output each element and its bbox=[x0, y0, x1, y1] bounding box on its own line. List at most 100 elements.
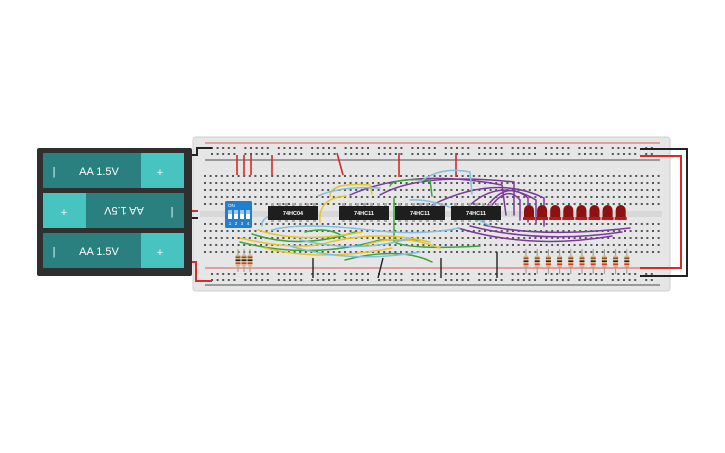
breadboard-hole[interactable] bbox=[355, 153, 358, 155]
led[interactable] bbox=[614, 205, 627, 220]
breadboard-hole[interactable] bbox=[522, 279, 525, 281]
breadboard-hole[interactable] bbox=[624, 203, 626, 205]
breadboard-hole[interactable] bbox=[551, 175, 554, 177]
breadboard-hole[interactable] bbox=[332, 175, 335, 177]
breadboard-hole[interactable] bbox=[226, 175, 229, 177]
breadboard-hole[interactable] bbox=[573, 237, 576, 239]
breadboard-hole[interactable] bbox=[561, 279, 564, 281]
dip-toggle[interactable] bbox=[246, 210, 250, 219]
breadboard-hole[interactable] bbox=[551, 223, 554, 225]
breadboard-hole[interactable] bbox=[204, 203, 206, 205]
breadboard-hole[interactable] bbox=[288, 182, 290, 184]
breadboard-hole[interactable] bbox=[433, 147, 436, 149]
breadboard-hole[interactable] bbox=[361, 279, 364, 281]
breadboard-hole[interactable] bbox=[611, 147, 614, 149]
breadboard-hole[interactable] bbox=[277, 279, 280, 281]
breadboard-hole[interactable] bbox=[428, 237, 430, 239]
breadboard-hole[interactable] bbox=[545, 175, 548, 177]
breadboard-hole[interactable] bbox=[579, 237, 582, 239]
breadboard-hole[interactable] bbox=[461, 244, 464, 246]
breadboard-hole[interactable] bbox=[540, 230, 542, 232]
breadboard-hole[interactable] bbox=[428, 251, 430, 253]
breadboard-hole[interactable] bbox=[344, 147, 347, 149]
breadboard-hole[interactable] bbox=[584, 237, 587, 239]
breadboard-hole[interactable] bbox=[489, 175, 492, 177]
breadboard-hole[interactable] bbox=[611, 153, 614, 155]
breadboard-hole[interactable] bbox=[646, 237, 649, 239]
breadboard-hole[interactable] bbox=[232, 230, 234, 232]
breadboard-hole[interactable] bbox=[344, 153, 347, 155]
ic-chip[interactable]: 74HC11 bbox=[339, 203, 389, 222]
breadboard-hole[interactable] bbox=[416, 196, 419, 198]
breadboard-hole[interactable] bbox=[260, 189, 262, 191]
breadboard-hole[interactable] bbox=[350, 147, 353, 149]
breadboard-hole[interactable] bbox=[372, 196, 374, 198]
breadboard-hole[interactable] bbox=[612, 175, 615, 177]
breadboard-hole[interactable] bbox=[367, 153, 369, 155]
breadboard-hole[interactable] bbox=[316, 223, 318, 225]
breadboard-hole[interactable] bbox=[511, 153, 514, 155]
breadboard-hole[interactable] bbox=[250, 273, 252, 275]
breadboard-hole[interactable] bbox=[310, 223, 313, 225]
led-row[interactable] bbox=[523, 205, 627, 220]
breadboard-hole[interactable] bbox=[265, 196, 268, 198]
breadboard-hole[interactable] bbox=[232, 182, 234, 184]
breadboard-hole[interactable] bbox=[276, 251, 279, 253]
breadboard-hole[interactable] bbox=[512, 230, 514, 232]
breadboard-hole[interactable] bbox=[573, 251, 576, 253]
breadboard-hole[interactable] bbox=[377, 196, 380, 198]
breadboard-hole[interactable] bbox=[360, 223, 363, 225]
breadboard-hole[interactable] bbox=[428, 147, 431, 149]
breadboard-hole[interactable] bbox=[261, 279, 264, 281]
breadboard-hole[interactable] bbox=[422, 153, 425, 155]
breadboard-hole[interactable] bbox=[534, 153, 536, 155]
breadboard-hole[interactable] bbox=[209, 189, 212, 191]
breadboard-hole[interactable] bbox=[367, 279, 369, 281]
breadboard-hole[interactable] bbox=[528, 244, 531, 246]
breadboard-hole[interactable] bbox=[483, 273, 486, 275]
breadboard-hole[interactable] bbox=[545, 182, 548, 184]
breadboard-hole[interactable] bbox=[276, 230, 279, 232]
breadboard-hole[interactable] bbox=[394, 279, 397, 281]
breadboard-hole[interactable] bbox=[260, 196, 262, 198]
breadboard-hole[interactable] bbox=[433, 273, 436, 275]
breadboard-hole[interactable] bbox=[388, 203, 391, 205]
breadboard-hole[interactable] bbox=[289, 273, 291, 275]
breadboard-hole[interactable] bbox=[517, 279, 520, 281]
breadboard-hole[interactable] bbox=[540, 189, 542, 191]
breadboard-hole[interactable] bbox=[237, 237, 240, 239]
breadboard-hole[interactable] bbox=[299, 182, 302, 184]
breadboard-hole[interactable] bbox=[383, 273, 386, 275]
breadboard-hole[interactable] bbox=[623, 279, 625, 281]
breadboard-hole[interactable] bbox=[366, 175, 369, 177]
breadboard-hole[interactable] bbox=[607, 182, 610, 184]
breadboard-hole[interactable] bbox=[500, 182, 503, 184]
breadboard-hole[interactable] bbox=[467, 147, 470, 149]
breadboard-hole[interactable] bbox=[416, 223, 419, 225]
breadboard-hole[interactable] bbox=[607, 189, 610, 191]
breadboard-hole[interactable] bbox=[304, 175, 307, 177]
breadboard-hole[interactable] bbox=[383, 175, 386, 177]
breadboard-hole[interactable] bbox=[550, 279, 553, 281]
breadboard-hole[interactable] bbox=[523, 237, 526, 239]
breadboard-hole[interactable] bbox=[233, 147, 236, 149]
breadboard-hole[interactable] bbox=[652, 203, 654, 205]
breadboard-hole[interactable] bbox=[657, 203, 660, 205]
breadboard-hole[interactable] bbox=[624, 244, 626, 246]
breadboard-hole[interactable] bbox=[220, 251, 223, 253]
breadboard-hole[interactable] bbox=[417, 273, 419, 275]
breadboard-hole[interactable] bbox=[327, 223, 330, 225]
breadboard-hole[interactable] bbox=[332, 223, 335, 225]
breadboard-hole[interactable] bbox=[204, 189, 206, 191]
breadboard-hole[interactable] bbox=[568, 196, 570, 198]
breadboard-hole[interactable] bbox=[209, 244, 212, 246]
breadboard-hole[interactable] bbox=[411, 230, 414, 232]
breadboard-hole[interactable] bbox=[489, 223, 492, 225]
breadboard-hole[interactable] bbox=[360, 182, 363, 184]
breadboard-hole[interactable] bbox=[411, 279, 414, 281]
breadboard-hole[interactable] bbox=[288, 196, 290, 198]
breadboard-hole[interactable] bbox=[500, 203, 503, 205]
breadboard-hole[interactable] bbox=[650, 279, 653, 281]
breadboard-hole[interactable] bbox=[589, 147, 592, 149]
